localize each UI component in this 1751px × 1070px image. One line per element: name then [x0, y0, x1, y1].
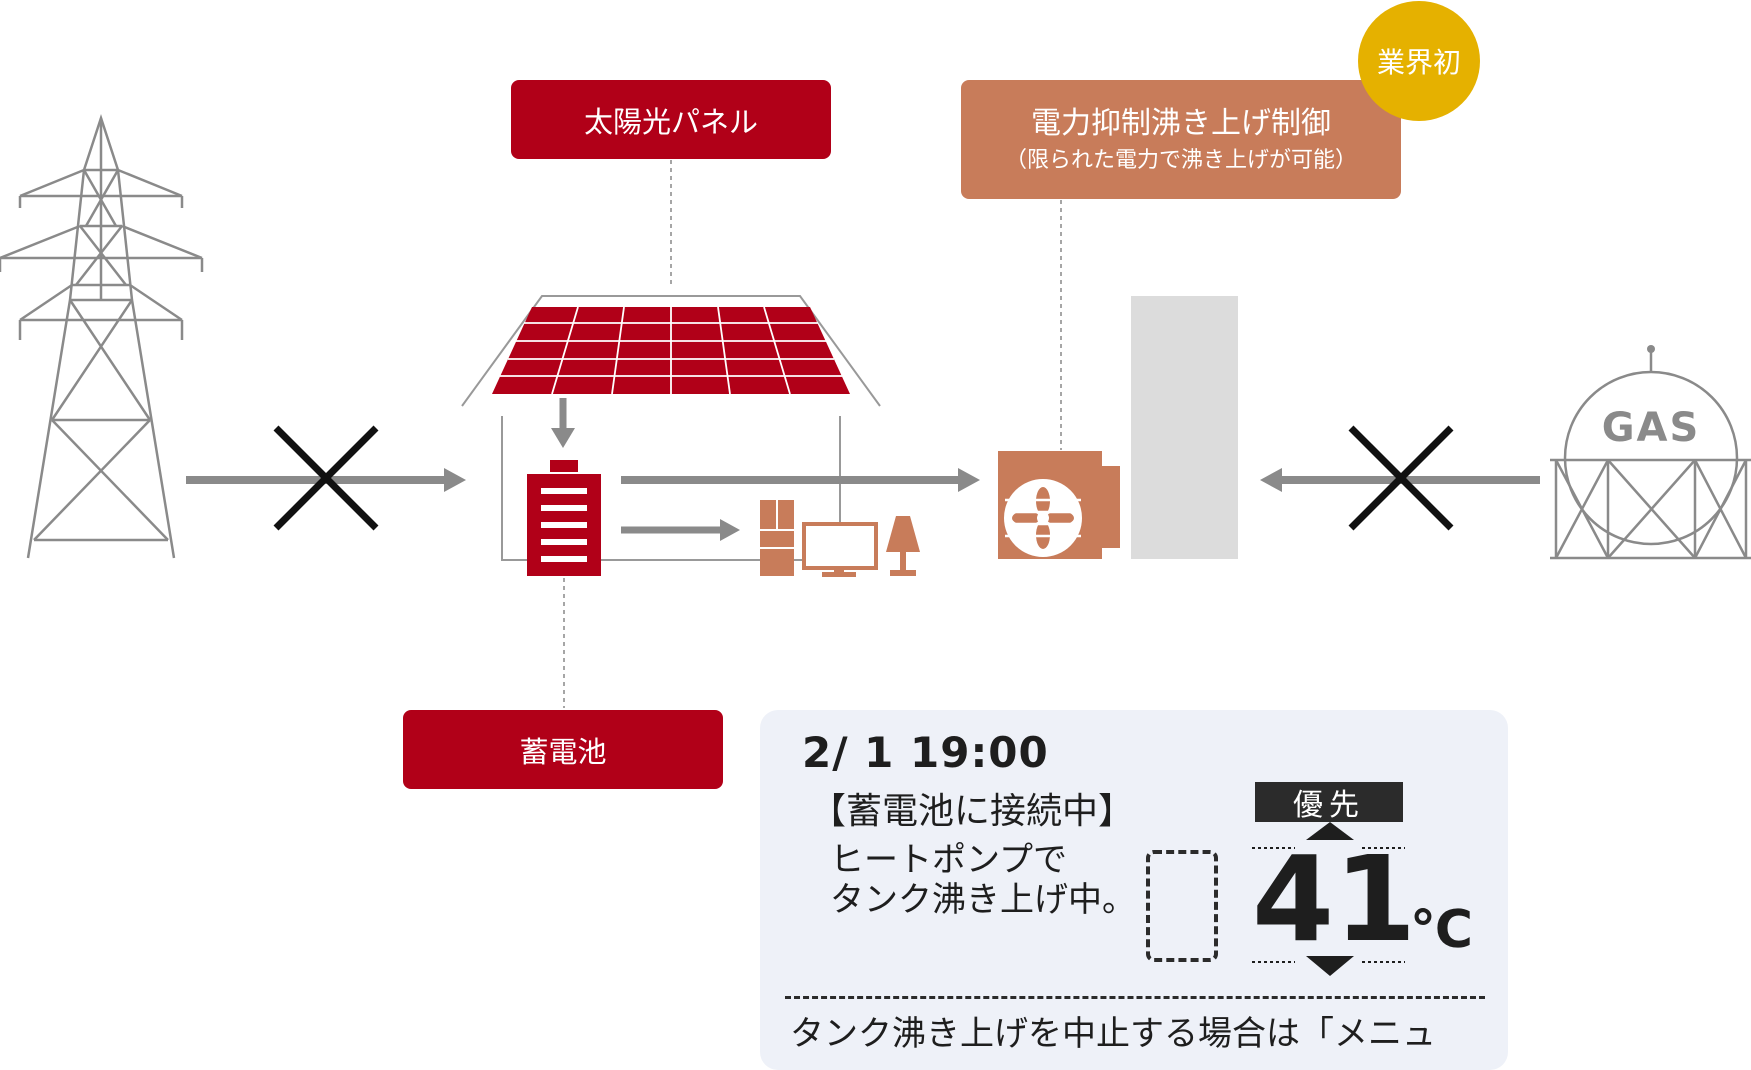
gas-tank-label: GAS — [1602, 405, 1701, 451]
display-message-line1: ヒートポンプで — [830, 840, 1067, 880]
grid-arrow — [186, 468, 466, 492]
display-connection-status: 【蓄電池に接続中】 — [810, 791, 1135, 832]
heat-pump-icon — [998, 451, 1120, 559]
battery-to-appliances-arrow — [621, 519, 740, 541]
grid-blocked-x-icon — [273, 425, 379, 531]
gas-blocked-x-icon — [1348, 425, 1454, 531]
industry-first-badge-text: 業界初 — [1376, 46, 1461, 79]
industry-first-badge: 業界初 — [1358, 1, 1480, 121]
power-control-subtitle: （限られた電力で沸き上げが可能） — [1004, 147, 1357, 173]
solar-panel-label-text: 太陽光パネル — [583, 104, 758, 139]
house-outline — [461, 295, 881, 561]
solar-to-battery-arrow — [551, 398, 575, 448]
power-tower-icon — [0, 113, 204, 559]
monitor-icon — [802, 522, 878, 577]
lamp-icon — [886, 516, 920, 576]
solar-panel-label: 太陽光パネル — [511, 80, 831, 159]
gas-tank-icon — [1550, 345, 1751, 560]
gas-arrow — [1260, 468, 1540, 492]
display-datetime: 2/ 1 19:00 — [802, 728, 1049, 777]
temp-down-arrow-icon — [1306, 956, 1354, 976]
display-temperature: 41 — [1252, 830, 1417, 968]
battery-label-text: 蓄電池 — [519, 734, 607, 769]
display-separator — [785, 996, 1485, 999]
refrigerator-icon — [760, 500, 794, 576]
display-message: ヒートポンプで タンク沸き上げ中。 — [830, 840, 1136, 920]
connector-lines — [563, 160, 1062, 708]
power-control-title: 電力抑制沸き上げ制御 — [1031, 105, 1331, 141]
display-priority-badge: 優先 — [1255, 782, 1403, 823]
battery-label: 蓄電池 — [403, 710, 723, 789]
display-temperature-unit: ℃ — [1410, 900, 1473, 960]
battery-to-heatpump-arrow — [621, 468, 980, 492]
temp-dotted-guides — [1252, 847, 1405, 963]
power-control-label: 電力抑制沸き上げ制御 （限られた電力で沸き上げが可能） — [961, 80, 1401, 199]
battery-icon — [527, 460, 601, 576]
display-temperature-controls — [1252, 822, 1405, 976]
display-message-line2: タンク沸き上げ中。 — [830, 880, 1136, 920]
temp-up-arrow-icon — [1306, 822, 1354, 840]
hot-water-tank-icon — [1131, 296, 1238, 559]
display-dashed-frame — [1146, 850, 1218, 962]
solar-panel-icon — [492, 306, 850, 395]
remote-display-panel: 2/ 1 19:00 【蓄電池に接続中】 ヒートポンプで タンク沸き上げ中。 優… — [760, 710, 1508, 1070]
display-footer-text: タンク沸き上げを中止する場合は「メニュ — [790, 1014, 1436, 1054]
